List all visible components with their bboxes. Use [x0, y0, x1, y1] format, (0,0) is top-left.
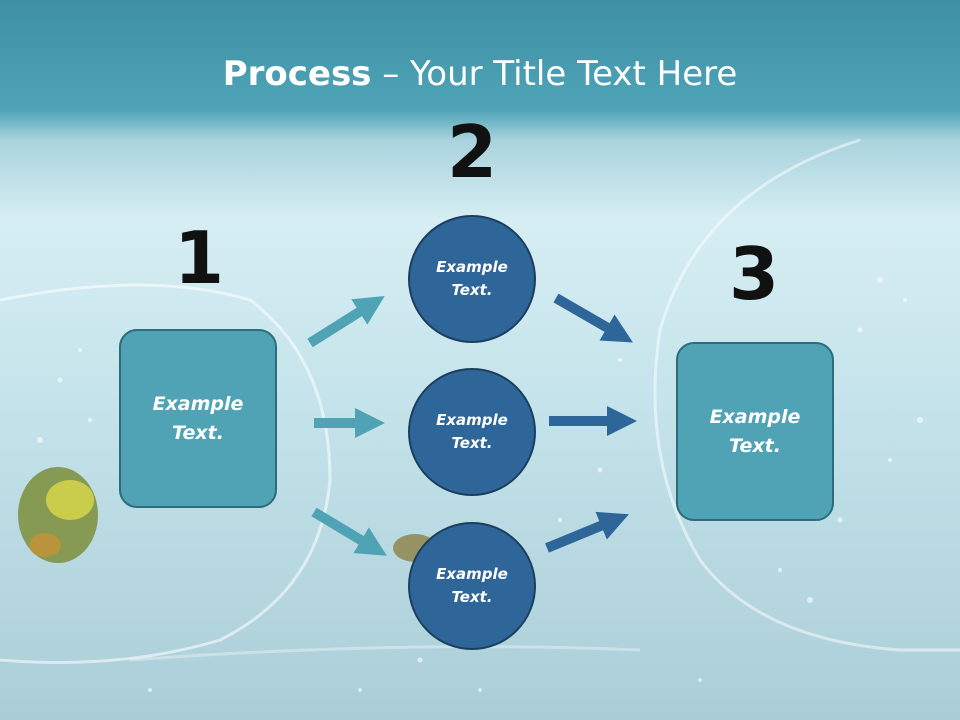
step-number-2: 2 [446, 110, 498, 194]
arrow-to-circle-3 [311, 507, 387, 556]
step-3-text: Example Text. [709, 405, 801, 457]
circle-top-text: Example Text. [436, 258, 508, 299]
step-2-circle-bottom: Example Text. [408, 522, 536, 650]
step-number-1: 1 [173, 216, 225, 300]
step-1-text: Example Text. [152, 392, 244, 444]
arrow-from-circle-1 [553, 293, 633, 343]
circle-bottom-text: Example Text. [436, 565, 508, 606]
step-2-circle-top: Example Text. [408, 215, 536, 343]
slide-title: Process – Your Title Text Here [0, 50, 960, 98]
step-3-box: Example Text. [676, 342, 834, 521]
step-2-circle-middle: Example Text. [408, 368, 536, 496]
fish-left [18, 467, 98, 563]
step-1-box: Example Text. [119, 329, 277, 508]
title-rest: – Your Title Text Here [371, 54, 738, 94]
arrow-from-circle-3 [545, 511, 629, 553]
circle-middle-text: Example Text. [436, 411, 508, 452]
title-bold: Process [222, 54, 372, 94]
arrow-to-circle-1 [307, 296, 385, 348]
step-number-3: 3 [728, 232, 780, 316]
